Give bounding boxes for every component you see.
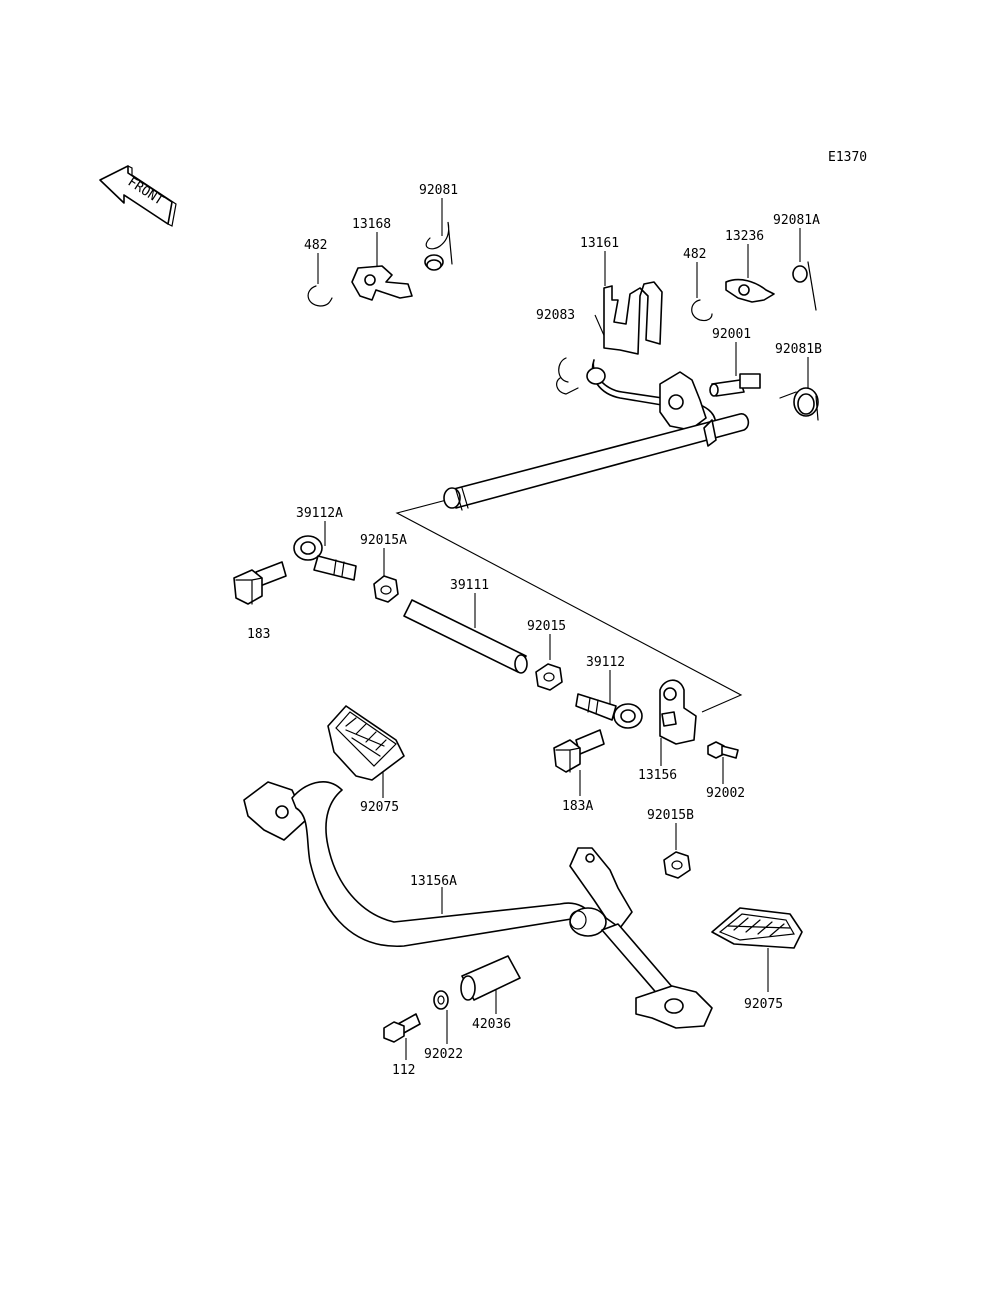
part-number-labels: 92081 13168 482 13161 482 13236 92081A 9…: [247, 183, 822, 1078]
label-92081A: 92081A: [773, 213, 820, 228]
label-42036: 42036: [472, 1017, 511, 1032]
rod-end-39112A: [293, 535, 357, 581]
label-92015: 92015: [527, 619, 566, 634]
lever-13156: [659, 679, 697, 745]
label-92001: 92001: [712, 327, 751, 342]
label-183A: 183A: [562, 799, 593, 814]
spring-92081A: [792, 261, 817, 311]
label-13236: 13236: [725, 229, 764, 244]
label-92015A: 92015A: [360, 533, 407, 548]
shift-mechanism-arm-13161: [556, 281, 717, 441]
label-92002: 92002: [706, 786, 745, 801]
label-92083: 92083: [536, 308, 575, 323]
front-direction-arrow: FRONT: [99, 165, 177, 227]
circlip-482-right: [691, 299, 713, 322]
pedal-lever-13156A: [243, 781, 713, 1029]
nut-92015B: [663, 851, 691, 879]
pedal-pad-92075-right: [711, 907, 803, 949]
label-13156A: 13156A: [410, 874, 457, 889]
washer-92022: [433, 990, 449, 1010]
bolt-92002: [707, 741, 739, 759]
pedal-pad-92075-left: [327, 705, 405, 781]
label-92015B: 92015B: [647, 808, 694, 823]
label-39111: 39111: [450, 578, 489, 593]
plate-13168: [351, 265, 413, 301]
leader-lines: [317, 198, 809, 1060]
label-112: 112: [392, 1063, 415, 1078]
label-13156: 13156: [638, 768, 677, 783]
bolt-183: [233, 561, 287, 605]
circlip-482-left: [307, 285, 333, 307]
label-183: 183: [247, 627, 270, 642]
label-39112: 39112: [586, 655, 625, 670]
plate-13236: [725, 278, 775, 303]
label-92075-left: 92075: [360, 800, 399, 815]
label-482-left: 482: [304, 238, 327, 253]
label-92075-right: 92075: [744, 997, 783, 1012]
diagram-code: E1370: [828, 150, 867, 165]
collar-42036: [460, 955, 521, 1001]
shift-shaft: [443, 413, 750, 511]
pin-92001: [709, 373, 761, 397]
spring-92081: [424, 221, 453, 271]
nut-92015: [535, 663, 563, 691]
bolt-183A: [553, 729, 605, 773]
bolt-112: [383, 1013, 421, 1043]
label-39112A: 39112A: [296, 506, 343, 521]
label-92022: 92022: [424, 1047, 463, 1062]
tie-rod-39111: [403, 599, 528, 674]
label-92081B: 92081B: [775, 342, 822, 357]
label-13161: 13161: [580, 236, 619, 251]
label-92081: 92081: [419, 183, 458, 198]
rod-end-39112: [575, 693, 643, 729]
label-482-right: 482: [683, 247, 706, 262]
spring-92081B: [779, 387, 819, 421]
nut-92015A: [373, 575, 399, 603]
label-13168: 13168: [352, 217, 391, 232]
